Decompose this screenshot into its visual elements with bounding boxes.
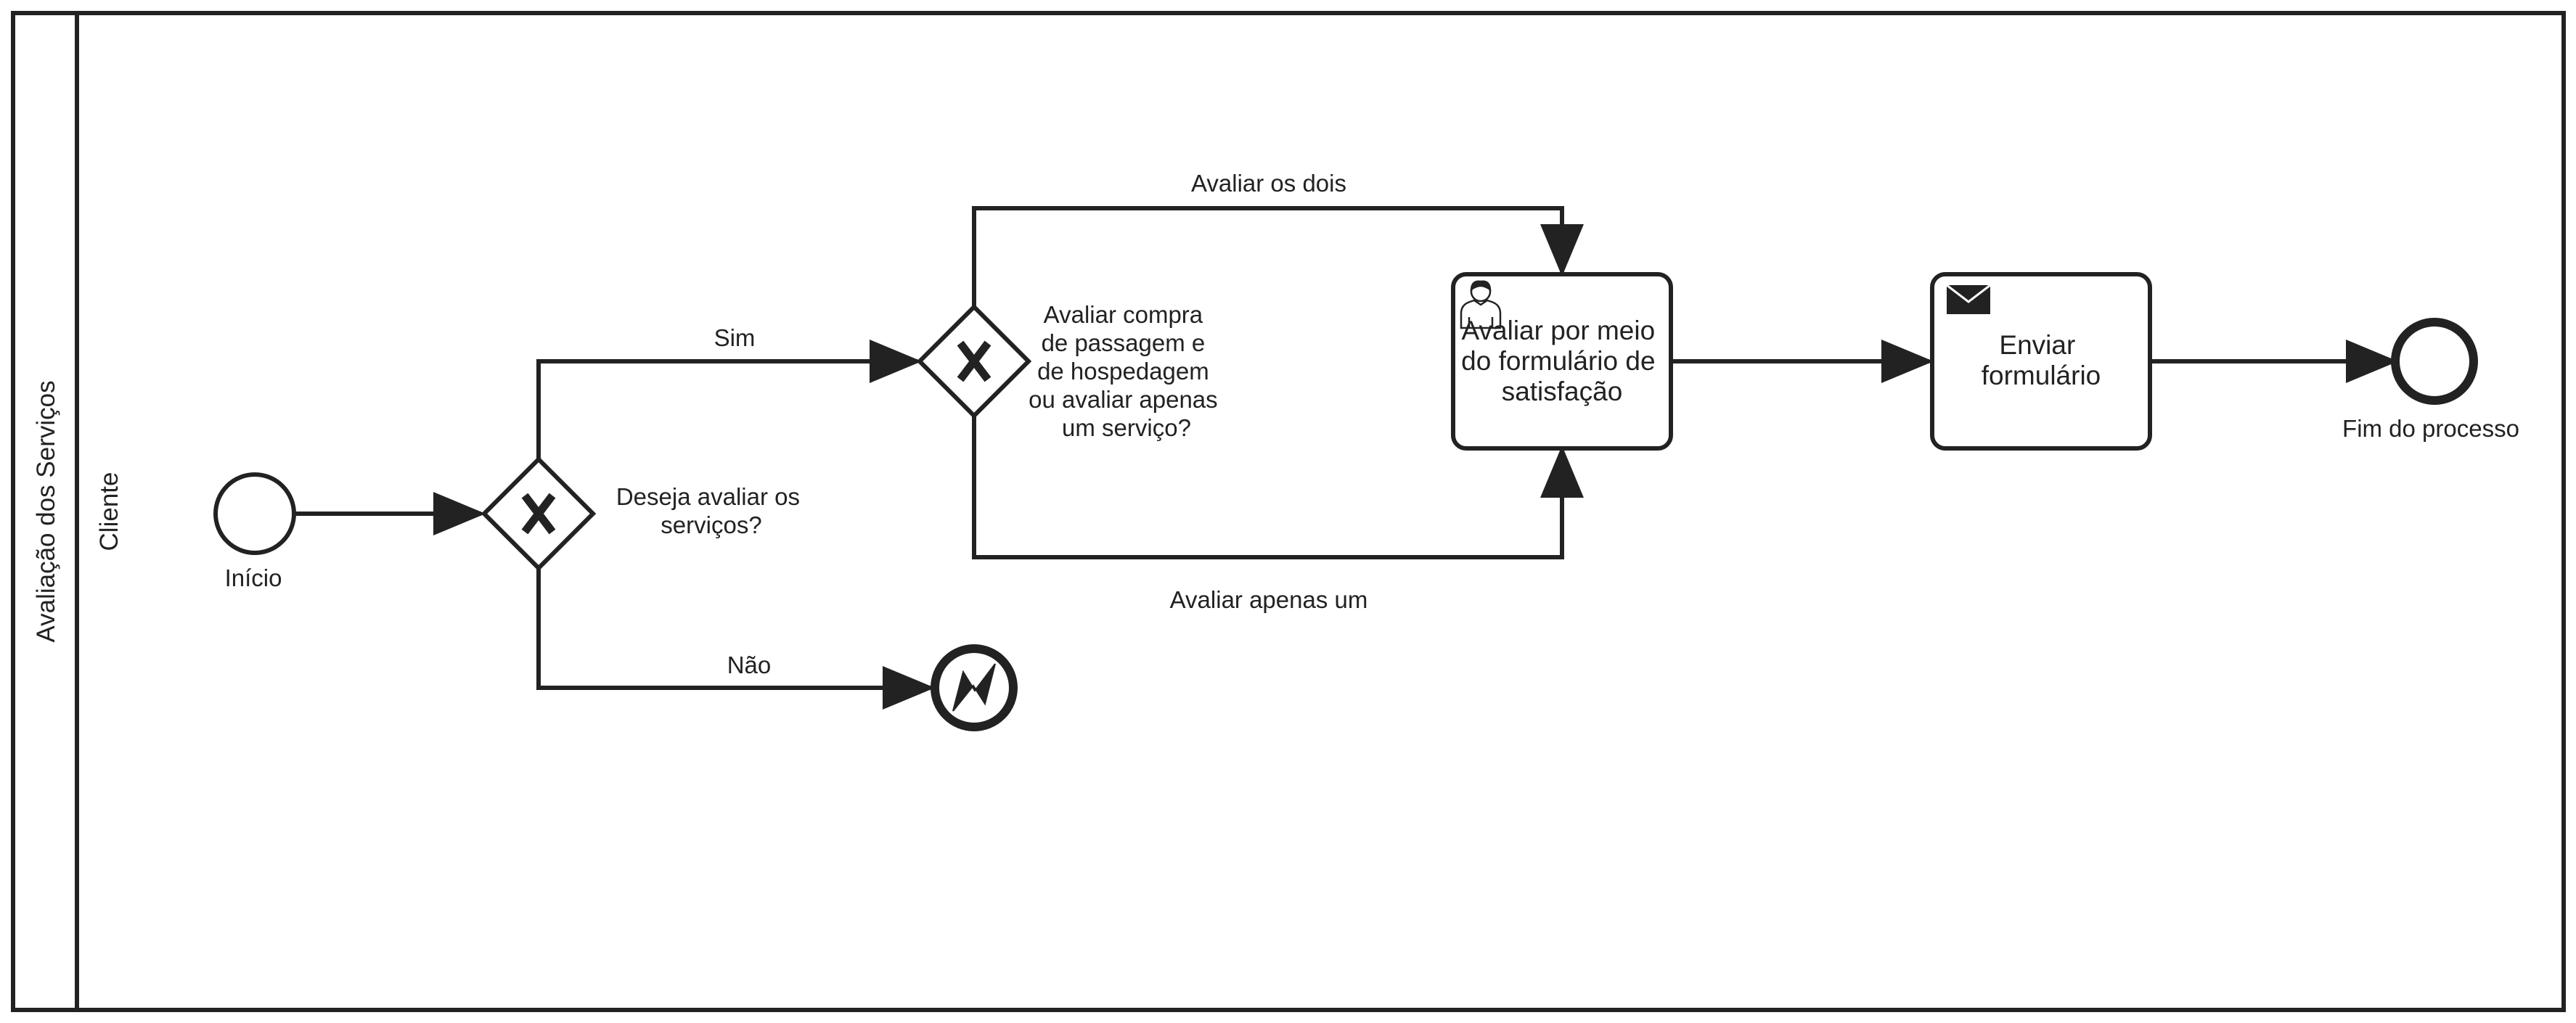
lane-label: Cliente	[95, 472, 123, 551]
task1-label-line: satisfação	[1502, 377, 1623, 406]
gateway-deseja-avaliar[interactable]: Deseja avaliar os serviços?	[481, 456, 806, 572]
gateway2-label-line: Avaliar compra	[1044, 301, 1203, 328]
task1-label-line: Avaliar por meio	[1462, 316, 1656, 345]
svg-text:Deseja avaliar os serviç: Deseja avaliar os serviços?	[616, 483, 806, 538]
error-end-event[interactable]	[931, 644, 1018, 731]
sequence-flows	[295, 206, 2398, 710]
gateway-avaliar-compra[interactable]: Avaliar compra de passagem e de hospedag…	[916, 301, 1224, 441]
flow-label-dois: Avaliar os dois	[1191, 170, 1346, 197]
gateway2-label-line: de passagem e	[1042, 329, 1206, 356]
envelope-icon	[1946, 284, 1991, 314]
gateway1-label-line: Deseja avaliar os	[616, 483, 800, 510]
task2-label-line: formulário	[1982, 361, 2101, 390]
task1-label-line: do formulário de	[1461, 346, 1655, 376]
pool-label: Avaliação dos Serviços	[32, 380, 60, 642]
flow-label-um: Avaliar apenas um	[1170, 586, 1368, 613]
task-box	[1451, 272, 1673, 451]
flow-nao[interactable]	[536, 568, 935, 710]
flow-sim[interactable]	[536, 340, 922, 459]
task-enviar-formulario[interactable]: Enviar formulário	[1930, 272, 2152, 451]
task-avaliar-formulario[interactable]: Avaliar por meio do formulário de satisf…	[1451, 272, 1673, 451]
start-event[interactable]: Início	[213, 472, 296, 591]
task-box	[1930, 272, 2152, 451]
start-event-circle	[213, 472, 296, 555]
task2-label-line: Enviar	[1999, 330, 2075, 360]
flow-label-nao: Não	[727, 652, 772, 678]
svg-text:Enviar formulário: Enviar formulário	[1982, 330, 2101, 390]
gateway2-label-line: um serviço?	[1062, 414, 1191, 441]
lightning-icon	[952, 663, 996, 712]
end-event-label: Fim do processo	[2342, 415, 2519, 442]
flow-avaliar-os-dois[interactable]	[972, 206, 1584, 307]
gateway1-label-line: serviços?	[661, 512, 761, 538]
start-event-label: Início	[225, 564, 282, 591]
exclusive-x-icon	[957, 340, 991, 382]
pool[interactable]: Avaliação dos Serviços	[11, 11, 2566, 1012]
svg-text:Avaliar por meio do form: Avaliar por meio do formulário de satisf…	[1461, 316, 1663, 406]
flow-label-sim: Sim	[714, 324, 756, 351]
gateway2-label-line: ou avaliar apenas	[1029, 386, 1218, 413]
svg-text:Avaliar compra de passag: Avaliar compra de passagem e de hospedag…	[1029, 301, 1224, 441]
pool-border	[11, 11, 2566, 1012]
flow-avaliar-apenas-um[interactable]	[972, 416, 1584, 559]
user-icon	[1460, 280, 1502, 329]
end-event-circle	[2391, 318, 2478, 405]
end-event[interactable]: Fim do processo	[2342, 318, 2519, 442]
exclusive-x-icon	[521, 493, 556, 535]
gateway2-label-line: de hospedagem	[1037, 358, 1209, 385]
